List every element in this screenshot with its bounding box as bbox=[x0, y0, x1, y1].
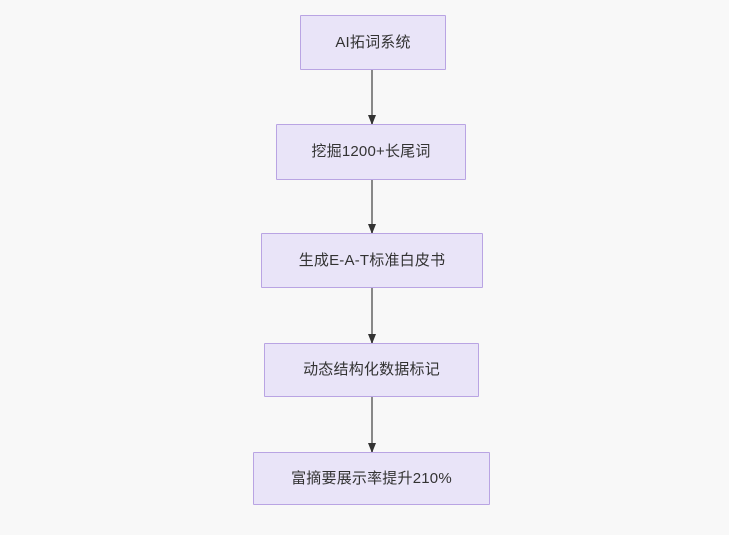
flow-node-label: AI拓词系统 bbox=[335, 33, 411, 51]
flow-node-ai-keyword-system[interactable]: AI拓词系统 bbox=[300, 15, 446, 70]
flow-node-generate-eat-whitepaper[interactable]: 生成E-A-T标准白皮书 bbox=[261, 233, 483, 288]
flow-node-mine-longtail-keywords[interactable]: 挖掘1200+长尾词 bbox=[276, 124, 466, 180]
flow-node-label: 动态结构化数据标记 bbox=[303, 361, 440, 378]
flow-node-label: 生成E-A-T标准白皮书 bbox=[298, 251, 446, 269]
flow-node-dynamic-structured-data-markup[interactable]: 动态结构化数据标记 bbox=[264, 343, 479, 397]
flow-node-rich-snippet-rate-increase[interactable]: 富摘要展示率提升210% bbox=[253, 452, 490, 505]
flow-node-label: 富摘要展示率提升210% bbox=[291, 469, 452, 487]
flow-node-label: 挖掘1200+长尾词 bbox=[311, 143, 431, 160]
